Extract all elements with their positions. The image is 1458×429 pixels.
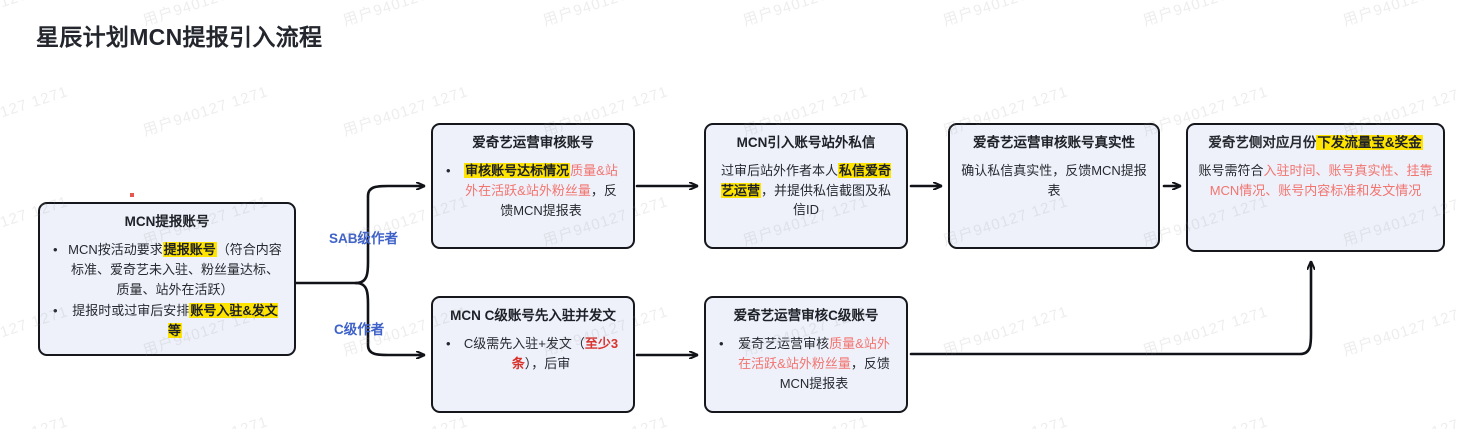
node-iqiyi-payout[interactable]: 爱奇艺侧对应月份下发流量宝&奖金 账号需符合入驻时间、账号真实性、挂靠MCN情况… — [1186, 123, 1445, 252]
text-run-plain: （符合内容标准、爱奇艺未入驻、粉丝量达标、质量、站外在活跃） — [70, 242, 282, 297]
text-run-hl: 审核账号达标情况 — [464, 163, 571, 179]
text-run-plain: ，反馈MCN提报表 — [500, 182, 617, 218]
node-iqiyi-review-account[interactable]: 爱奇艺运营审核账号 审核账号达标情况质量&站外在活跃&站外粉丝量，反馈MCN提报… — [431, 123, 635, 249]
node-iqiyi-review-c-title: 爱奇艺运营审核C级账号 — [733, 308, 879, 323]
text-run-hl: 提报账号 — [162, 242, 217, 258]
node-mcn-submit-bullets: MCN按活动要求提报账号（符合内容标准、爱奇艺未入驻、粉丝量达标、质量、站外在活… — [50, 240, 284, 343]
page-title: 星辰计划MCN提报引入流程 — [36, 24, 323, 50]
text-run-plain: MCN按活动要求 — [68, 242, 163, 258]
connector-branch-sab — [354, 186, 426, 285]
node-iqiyi-payout-body: 账号需符合入驻时间、账号真实性、挂靠MCN情况、账号内容标准和发文情况 — [1198, 161, 1433, 200]
text-run-redbold: 至少3条 — [511, 336, 619, 371]
node-iqiyi-verify[interactable]: 爱奇艺运营审核账号真实性 确认私信真实性，反馈MCN提报表 — [948, 123, 1160, 249]
stray-dot-artifact — [130, 193, 134, 197]
list-item: 爱奇艺运营审核质量&站外在活跃&站外粉丝量，反馈MCN提报表 — [719, 334, 896, 393]
text-run-red: 入驻时间、账号真实性、挂靠MCN情况、账号内容标准和发文情况 — [1209, 163, 1433, 198]
node-iqiyi-review-c-bullets: 爱奇艺运营审核质量&站外在活跃&站外粉丝量，反馈MCN提报表 — [716, 334, 896, 395]
list-item: C级需先入驻+发文（至少3条），后审 — [446, 334, 623, 374]
node-c-level-join-bullets: C级需先入驻+发文（至少3条），后审 — [443, 334, 623, 376]
node-mcn-submit[interactable]: MCN提报账号 MCN按活动要求提报账号（符合内容标准、爱奇艺未入驻、粉丝量达标… — [38, 202, 296, 356]
text-run-plain: 爱奇艺运营审核 — [738, 336, 830, 352]
list-item: 提报时或过审后安排账号入驻&发文等 — [53, 301, 284, 341]
node-mcn-dm-body: 过审后站外作者本人私信爱奇艺运营，并提供私信截图及私信ID — [716, 161, 896, 220]
node-mcn-submit-title: MCN提报账号 — [124, 214, 210, 229]
node-iqiyi-review-account-title: 爱奇艺运营审核账号 — [472, 135, 594, 150]
node-iqiyi-review-account-bullets: 审核账号达标情况质量&站外在活跃&站外粉丝量，反馈MCN提报表 — [443, 161, 623, 222]
connector-branch-c — [354, 281, 426, 355]
list-item: 审核账号达标情况质量&站外在活跃&站外粉丝量，反馈MCN提报表 — [446, 161, 623, 220]
node-mcn-dm[interactable]: MCN引入账号站外私信 过审后站外作者本人私信爱奇艺运营，并提供私信截图及私信I… — [704, 123, 908, 249]
node-iqiyi-verify-title: 爱奇艺运营审核账号真实性 — [973, 135, 1135, 150]
text-run-red: 质量&站外在活跃&站外粉丝量 — [465, 163, 618, 198]
text-run-plain: ），后审 — [524, 355, 571, 371]
text-run-red: 质量&站外在活跃&站外粉丝量 — [738, 336, 890, 371]
connector-bottom-to-payout — [909, 260, 1311, 356]
text-run-plain: 确认私信真实性，反馈MCN提报表 — [961, 163, 1147, 198]
branch-label-sab: SAB级作者 — [329, 231, 399, 246]
text-run-plain: ，反馈MCN提报表 — [779, 355, 890, 391]
text-run-plain: 过审后站外作者本人 — [720, 163, 838, 179]
node-iqiyi-verify-body: 确认私信真实性，反馈MCN提报表 — [960, 161, 1148, 200]
text-run-plain: C级需先入驻+发文（ — [463, 336, 585, 352]
node-iqiyi-payout-title: 爱奇艺侧对应月份下发流量宝&奖金 — [1198, 134, 1433, 152]
node-iqiyi-review-c[interactable]: 爱奇艺运营审核C级账号 爱奇艺运营审核质量&站外在活跃&站外粉丝量，反馈MCN提… — [704, 296, 908, 413]
list-item: MCN按活动要求提报账号（符合内容标准、爱奇艺未入驻、粉丝量达标、质量、站外在活… — [53, 240, 284, 299]
text-run-plain-bold: 爱奇艺侧对应月份 — [1208, 135, 1317, 150]
branch-label-c: C级作者 — [334, 322, 385, 337]
node-mcn-dm-title: MCN引入账号站外私信 — [736, 135, 876, 150]
text-run-plain: 提报时或过审后安排 — [72, 303, 190, 319]
text-run-plain: ，并提供私信截图及私信ID — [761, 182, 892, 218]
node-c-level-join[interactable]: MCN C级账号先入驻并发文 C级需先入驻+发文（至少3条），后审 — [431, 296, 635, 413]
text-run-hl: 下发流量宝&奖金 — [1316, 135, 1423, 150]
text-run-plain: 账号需符合 — [1198, 163, 1264, 179]
node-c-level-join-title: MCN C级账号先入驻并发文 — [450, 308, 616, 323]
